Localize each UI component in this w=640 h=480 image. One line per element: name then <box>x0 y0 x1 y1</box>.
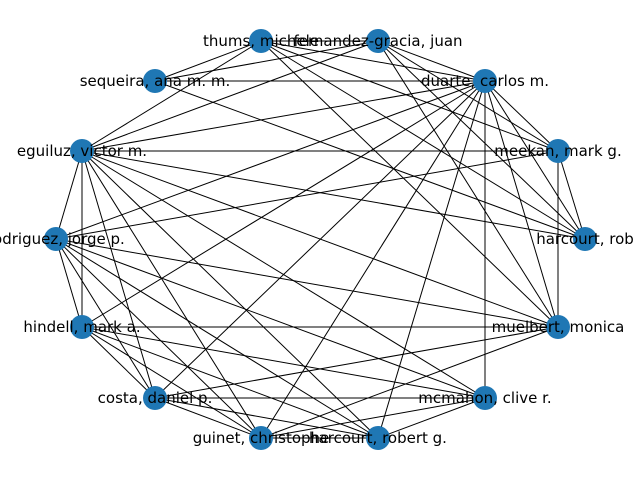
edge-duarte-hindell <box>81 80 486 328</box>
node-sequeira[interactable] <box>143 69 167 93</box>
node-label-meekan: meekan, mark g. <box>494 142 621 160</box>
edge-thums-eguiluz <box>81 40 262 152</box>
node-label-guinet: guinet, christophe <box>193 429 330 447</box>
edge-guinet-rodriguez <box>55 238 262 439</box>
edge-harcourt_robert-costa <box>154 397 379 439</box>
node-rodriguez[interactable] <box>44 227 68 251</box>
node-meekan[interactable] <box>546 139 570 163</box>
node-harcourt_robert[interactable] <box>366 426 390 450</box>
node-hindell[interactable] <box>70 315 94 339</box>
edge-costa-rodriguez <box>55 238 156 399</box>
edge-duarte-harcourt_robert <box>377 80 486 439</box>
edge-mcmahon-hindell <box>81 326 486 399</box>
edge-duarte-meekan <box>484 80 559 152</box>
edge-costa-eguiluz <box>81 150 156 399</box>
edge-thums-meekan <box>260 40 559 152</box>
node-duarte[interactable] <box>473 69 497 93</box>
edge-harcourt_robert-eguiluz <box>81 150 379 439</box>
edges-layer <box>55 40 586 439</box>
node-guinet[interactable] <box>249 426 273 450</box>
edge-guinet-costa <box>154 397 262 439</box>
edge-fernandez-eguiluz <box>81 40 379 152</box>
edge-duarte-eguiluz <box>81 80 486 152</box>
node-harcourt_rob[interactable] <box>573 227 597 251</box>
edge-duarte-rodriguez <box>55 80 486 240</box>
node-label-thums: thums, michele <box>203 32 319 50</box>
edge-harcourt_robert-hindell <box>81 326 379 439</box>
edge-harcourt_robert-rodriguez <box>55 238 379 439</box>
edge-muelbert-costa <box>154 326 559 399</box>
node-label-eguiluz: eguiluz, victor m. <box>17 142 147 160</box>
node-label-mcmahon: mcmahon, clive r. <box>418 389 551 407</box>
edge-thums-sequeira <box>154 40 262 82</box>
node-muelbert[interactable] <box>546 315 570 339</box>
edge-duarte-harcourt_rob <box>484 80 586 240</box>
node-label-costa: costa, daniel p. <box>98 389 213 407</box>
edge-fernandez-sequeira <box>154 40 379 82</box>
edge-duarte-guinet <box>260 80 486 439</box>
edge-guinet-eguiluz <box>81 150 262 439</box>
node-fernandez[interactable] <box>366 29 390 53</box>
edge-hindell-rodriguez <box>55 238 83 328</box>
node-costa[interactable] <box>143 386 167 410</box>
node-label-fernandez: fernandez-gracia, juan <box>293 32 462 50</box>
edge-duarte-muelbert <box>484 80 559 328</box>
edge-thums-muelbert <box>260 40 559 328</box>
edge-fernandez-duarte <box>377 40 486 82</box>
node-eguiluz[interactable] <box>70 139 94 163</box>
node-mcmahon[interactable] <box>473 386 497 410</box>
edge-mcmahon-eguiluz <box>81 150 486 399</box>
node-label-duarte: duarte, carlos m. <box>421 72 549 90</box>
node-thums[interactable] <box>249 29 273 53</box>
edge-mcmahon-rodriguez <box>55 238 486 399</box>
edge-costa-hindell <box>81 326 156 399</box>
edge-harcourt_rob-sequeira <box>154 80 586 240</box>
edge-guinet-hindell <box>81 326 262 439</box>
edge-fernandez-muelbert <box>377 40 559 328</box>
edge-thums-duarte <box>260 40 486 82</box>
node-label-muelbert: muelbert, monica <box>492 318 625 336</box>
edge-muelbert-eguiluz <box>81 150 559 328</box>
edge-muelbert-guinet <box>260 326 559 439</box>
edge-rodriguez-eguiluz <box>55 150 83 240</box>
edge-meekan-harcourt_rob <box>557 150 586 240</box>
edge-harcourt_rob-eguiluz <box>81 150 586 240</box>
nodes-layer <box>44 29 597 450</box>
node-label-hindell: hindell, mark a. <box>23 318 140 336</box>
edge-mcmahon-guinet <box>260 397 486 439</box>
edge-meekan-rodriguez <box>55 150 559 240</box>
edge-fernandez-meekan <box>377 40 559 152</box>
edge-mcmahon-harcourt_robert <box>377 397 486 439</box>
node-label-sequeira: sequeira, ana m. m. <box>80 72 231 90</box>
edge-muelbert-rodriguez <box>55 238 559 328</box>
edge-fernandez-harcourt_rob <box>377 40 586 240</box>
node-label-harcourt_robert: harcourt, robert g. <box>309 429 447 447</box>
node-label-harcourt_rob: harcourt, rob <box>536 230 634 248</box>
node-label-rodriguez: rodriguez, jorge p. <box>0 230 125 248</box>
